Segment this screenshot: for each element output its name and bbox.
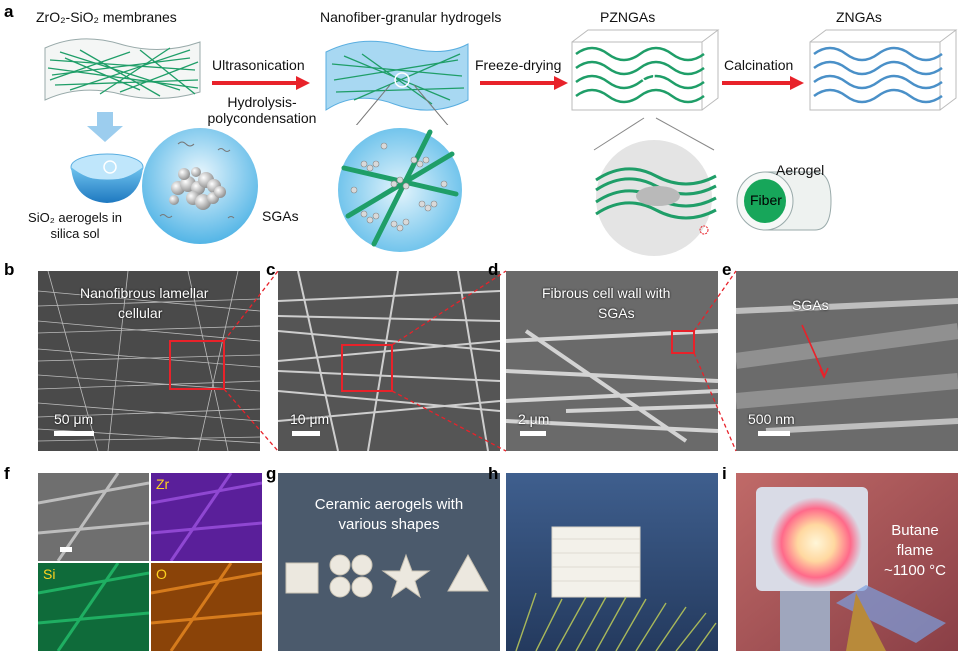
membranes-label: ZrO₂-SiO₂ membranes	[36, 9, 177, 25]
eds-label-zr: Zr	[156, 476, 170, 492]
sem-d-caption-line2: SGAs	[598, 305, 635, 321]
sem-e-scale-label: 500 nm	[748, 411, 795, 427]
eds-map-o: O	[151, 563, 262, 651]
eds-scale-bar	[60, 547, 72, 552]
sem-b-caption-line1: Nanofibrous lamellar	[80, 285, 209, 301]
pzngas-label: PZNGAs	[600, 9, 656, 25]
membrane-sheet-illustration	[44, 38, 201, 101]
panel-label-f: f	[4, 464, 10, 483]
photo-i-caption-line2: flame	[896, 542, 934, 559]
photo-shapes: Ceramic aerogels with various shapes	[278, 473, 500, 651]
pzngas-cube-illustration	[571, 29, 720, 111]
sgas-label: SGAs	[262, 208, 299, 224]
sem-b-scale-bar	[54, 431, 94, 436]
panel-label-e: e	[722, 260, 732, 279]
process-arrow-3	[722, 76, 804, 90]
sem-image-e: SGAs 500 nm	[736, 271, 958, 451]
sem-e-caption: SGAs	[792, 297, 829, 313]
zngas-label: ZNGAs	[836, 9, 882, 25]
step-calcination: Calcination	[724, 57, 794, 73]
panel-label-a: a	[4, 2, 14, 21]
sol-label-line2: silica sol	[50, 226, 100, 241]
fiber-label: Fiber	[750, 192, 782, 208]
panel-label-b: b	[4, 260, 15, 279]
sem-b-caption-line2: cellular	[118, 305, 163, 321]
step-hydrolysis-line1: Hydrolysis-	[227, 94, 297, 110]
eds-map-zr: Zr	[151, 473, 262, 561]
sem-b-scale-label: 50 μm	[54, 411, 94, 427]
sem-c-scale-label: 10 μm	[290, 411, 330, 427]
hydrogel-zoom-circle	[338, 128, 462, 252]
photo-g-caption-line2: various shapes	[338, 516, 440, 533]
pzngas-zoom-circle	[593, 117, 717, 256]
eds-label-si: Si	[43, 566, 56, 582]
photo-i-caption-line3: ~1100 °C	[883, 562, 946, 579]
panel-label-g: g	[266, 464, 277, 483]
aerogel-label: Aerogel	[776, 162, 825, 178]
down-arrow-icon	[87, 112, 123, 142]
panel-label-c: c	[266, 260, 276, 279]
photo-aerogel-on-grass	[506, 473, 718, 651]
panel-label-h: h	[488, 464, 499, 483]
photo-i-caption-line1: Butane	[891, 522, 939, 539]
step-ultrasonication: Ultrasonication	[212, 57, 305, 73]
fiber-cross-section-illustration	[736, 171, 832, 231]
zngas-cube-illustration	[809, 29, 958, 111]
photo-g-caption-line1: Ceramic aerogels with	[314, 496, 464, 513]
sem-image-d: Fibrous cell wall with SGAs 2 μm	[506, 271, 718, 451]
sgas-zoom-circle	[142, 128, 258, 244]
sem-c-scale-bar	[292, 431, 320, 436]
step-hydrolysis-line2: polycondensation	[207, 110, 317, 126]
step-freeze-drying: Freeze-drying	[475, 57, 562, 73]
panel-label-d: d	[488, 260, 499, 279]
sem-image-c: 10 μm	[278, 271, 500, 451]
silica-sol-bowl-illustration	[70, 153, 144, 203]
hydrogel-sheet-illustration	[325, 40, 469, 125]
hydrogels-label: Nanofiber-granular hydrogels	[320, 9, 502, 25]
eds-map-si: Si	[38, 563, 149, 651]
sem-e-scale-bar	[758, 431, 790, 436]
sem-d-scale-bar	[520, 431, 546, 436]
sem-d-caption-line1: Fibrous cell wall with	[542, 285, 671, 301]
panel-label-i: i	[722, 464, 727, 483]
process-arrow-2	[480, 76, 568, 90]
sem-image-b: Nanofibrous lamellar cellular 50 μm	[38, 271, 260, 451]
process-arrow-1	[212, 76, 310, 90]
eds-label-o: O	[156, 566, 167, 582]
photo-butane-flame-test: Butane flame ~1100 °C	[736, 473, 958, 651]
eds-sem-image	[38, 473, 149, 561]
sol-label-line1: SiO₂ aerogels in	[28, 210, 122, 225]
sem-d-scale-label: 2 μm	[518, 411, 550, 427]
